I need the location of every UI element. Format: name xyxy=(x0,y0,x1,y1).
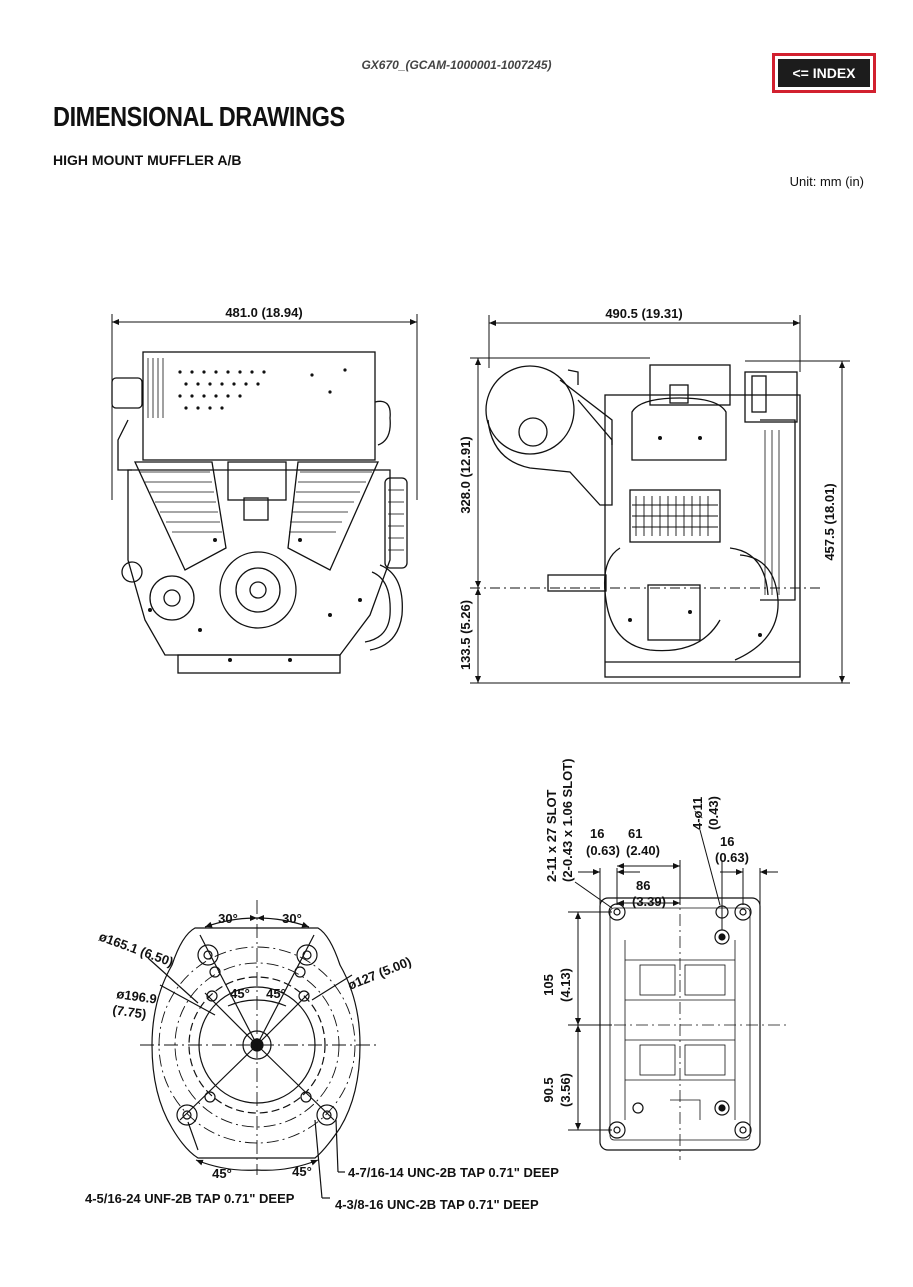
base-hole-inch-label: (0.43) xyxy=(706,796,721,830)
front-width-dimension xyxy=(111,314,418,500)
page-title: DIMENSIONAL DRAWINGS xyxy=(53,101,345,132)
page-subtitle: HIGH MOUNT MUFFLER A/B xyxy=(53,152,242,168)
base-dim-61-inch: (2.40) xyxy=(626,843,660,858)
front-view-engine xyxy=(111,351,408,674)
flange-dia-196-inch-label: (7.75) xyxy=(112,1002,148,1022)
flange-view xyxy=(140,900,378,1199)
model-code: GX670_(GCAM-1000001-1007245) xyxy=(361,58,552,72)
base-view xyxy=(570,870,790,1160)
base-dim-16-right: 16 xyxy=(720,834,734,849)
base-dim-90: 90.5 xyxy=(541,1077,556,1102)
base-dim-86: 86 xyxy=(636,878,650,893)
flange-tap-38-label: 4-3/8-16 UNC-2B TAP 0.71" DEEP xyxy=(335,1197,539,1212)
flange-angle-45-inner-left: 45° xyxy=(230,986,250,1001)
base-slot-label: 2-11 x 27 SLOT xyxy=(544,789,559,882)
flange-dia-165-label: ø165.1 (6.50) xyxy=(97,929,175,970)
front-width-label: 481.0 (18.94) xyxy=(225,305,302,320)
flange-angle-30-left: 30° xyxy=(218,911,238,926)
base-hole-label: 4-ø11 xyxy=(690,797,705,830)
flange-tap-516-label: 4-5/16-24 UNF-2B TAP 0.71" DEEP xyxy=(85,1191,295,1206)
base-dim-90-inch: (3.56) xyxy=(558,1073,573,1107)
base-dim-61: 61 xyxy=(628,826,642,841)
base-dim-105: 105 xyxy=(541,974,556,996)
unit-note: Unit: mm (in) xyxy=(789,174,864,189)
base-dim-105-inch: (4.13) xyxy=(558,968,573,1002)
flange-angle-45-bottom-right: 45° xyxy=(292,1164,312,1179)
base-dim-16-left-inch: (0.63) xyxy=(586,843,620,858)
flange-angle-45-bottom-left: 45° xyxy=(212,1166,232,1181)
index-button-label: <= INDEX xyxy=(778,59,870,87)
side-dimensions xyxy=(470,315,850,684)
side-height-upper-label: 328.0 (12.91) xyxy=(458,436,473,513)
flange-angle-45-inner-right: 45° xyxy=(266,986,286,1001)
base-dim-16-right-inch: (0.63) xyxy=(715,850,749,865)
flange-dia-127-label: ø127 (5.00) xyxy=(346,954,414,993)
index-button[interactable]: <= INDEX xyxy=(772,53,876,93)
base-dim-16-left: 16 xyxy=(590,826,604,841)
base-dim-86-inch: (3.39) xyxy=(632,894,666,909)
flange-angle-30-right: 30° xyxy=(282,911,302,926)
base-slot-inch-label: (2-0.43 x 1.06 SLOT) xyxy=(560,758,575,882)
side-width-label: 490.5 (19.31) xyxy=(605,306,682,321)
side-view-engine xyxy=(485,364,801,678)
flange-dia-196-label: ø196.9 xyxy=(116,986,158,1006)
side-height-total-label: 457.5 (18.01) xyxy=(822,483,837,560)
side-height-lower-label: 133.5 (5.26) xyxy=(458,600,473,670)
flange-tap-716-label: 4-7/16-14 UNC-2B TAP 0.71" DEEP xyxy=(348,1165,559,1180)
base-dimensions xyxy=(568,829,778,1131)
